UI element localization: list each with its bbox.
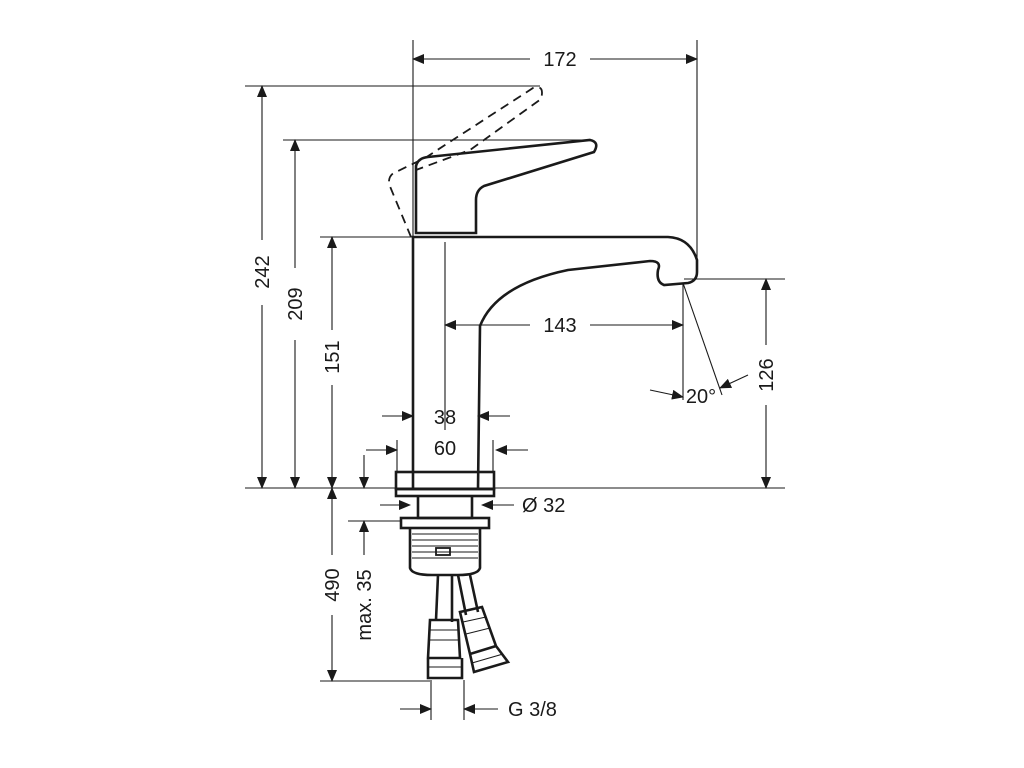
dimension-labels: 172 242 209 151 143 126 20° 38 60 Ø 32 4… [252, 49, 778, 721]
dim-hose-length: 490 [322, 568, 344, 601]
dim-total-height: 242 [252, 255, 274, 288]
hose-fitting-right [458, 605, 511, 674]
faucet-outline [245, 86, 785, 680]
faucet-body [411, 235, 699, 490]
dim-lever-height: 209 [285, 287, 307, 320]
base-plate [394, 487, 496, 498]
dim-thread-diameter: Ø 32 [522, 495, 565, 517]
dim-max-thickness: max. 35 [354, 569, 376, 640]
dim-base-width: 60 [434, 438, 456, 460]
mounting-nut [399, 516, 491, 530]
supply-hose-left [434, 574, 454, 622]
dimension-lines [245, 40, 785, 720]
dim-body-height: 151 [322, 340, 344, 373]
dim-spout-reach: 143 [543, 315, 576, 337]
dim-spout-angle: 20° [686, 386, 716, 408]
threaded-shank [408, 528, 482, 577]
lever-raised-dashed [388, 86, 543, 238]
hose-fitting-left [426, 618, 464, 680]
dim-outlet-height: 126 [756, 358, 778, 391]
supply-hose-right [456, 574, 480, 616]
dim-overall-width: 172 [543, 49, 576, 71]
dim-connection-thread: G 3/8 [508, 699, 557, 721]
dim-body-width: 38 [434, 407, 456, 429]
lever-solid [414, 138, 598, 235]
